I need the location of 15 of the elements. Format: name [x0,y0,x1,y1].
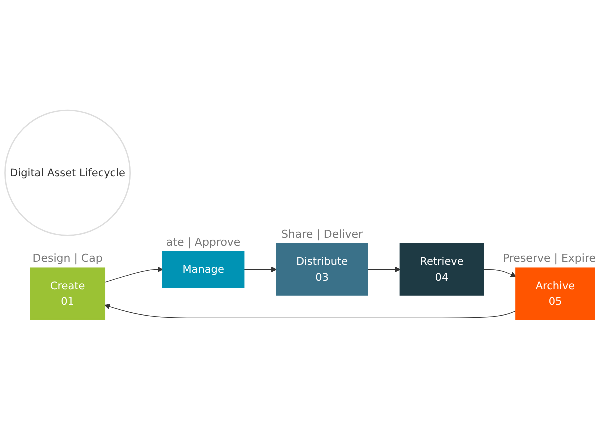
arrow [104,266,164,283]
stage-caption: Design | Cap [32,252,103,266]
node-circle: Digital Asset Lifecycle [4,110,131,236]
stage-caption: Preserve | Expire [502,252,596,266]
arrow [244,266,278,273]
stage-caption: ate | Approve [166,236,241,249]
node-box: Manage [162,251,245,288]
node-box: Archive 05 [516,268,596,320]
node-box: Retrieve 04 [400,244,484,296]
node-box: Distribute 03 [276,244,368,296]
arrow [483,269,516,278]
stage-caption: Share | Deliver [281,228,364,242]
arrow [104,304,517,318]
arrow [367,266,401,273]
node-box: Create 01 [30,268,106,320]
